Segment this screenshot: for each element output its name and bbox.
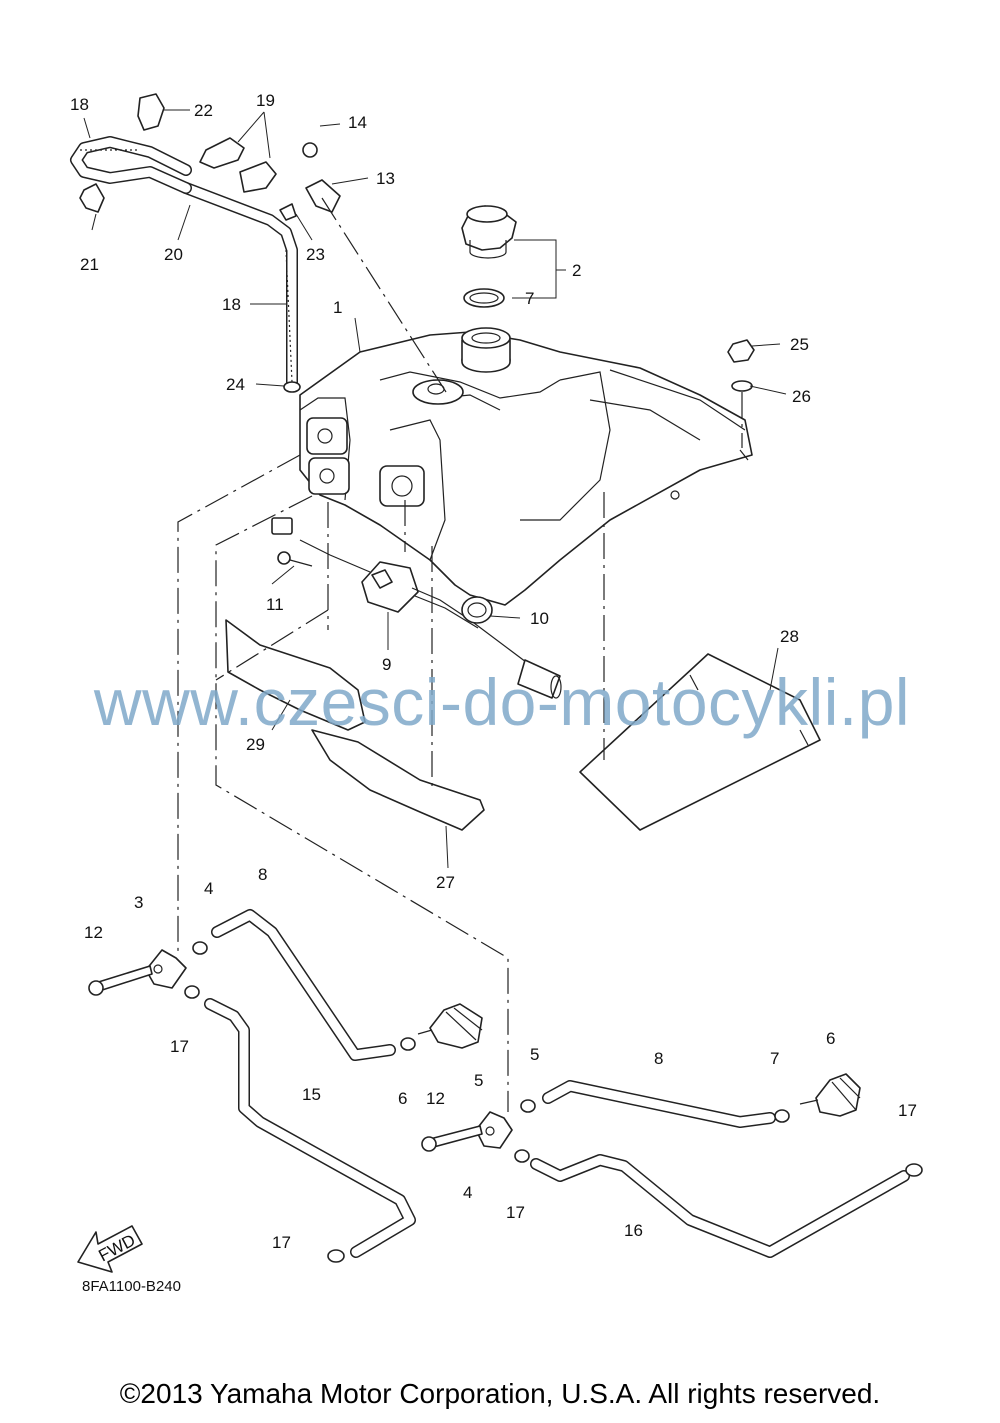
fuel-sender-unit [271,517,562,699]
callout-10: 10 [530,609,549,628]
gasket-ring [461,596,493,624]
callout-1: 1 [333,298,342,317]
fuel-cap [461,205,517,259]
callout-27: 27 [436,873,455,892]
callout-20: 20 [164,245,183,264]
callout-4b: 4 [463,1183,472,1202]
callout-19: 19 [256,91,275,110]
callout-18: 18 [70,95,89,114]
callout-15: 15 [302,1085,321,1104]
fuel-filter-right [799,1073,861,1117]
callout-14: 14 [348,113,367,132]
fuel-filter-left [417,1003,483,1049]
callout-22: 22 [194,101,213,120]
callout-17: 17 [170,1037,189,1056]
callout-26: 26 [792,387,811,406]
callout-5: 4 [204,879,213,898]
callout-18b: 18 [222,295,241,314]
callout-3: 7 [525,289,534,308]
callout-8b: 8 [654,1049,663,1068]
callout-13: 13 [376,169,395,188]
vent-hoses [70,93,341,393]
screw-11 [277,551,313,567]
assembly-lines [177,197,743,1112]
fuel-cock-right [421,1099,536,1152]
callout-2: 2 [572,261,581,280]
callout-16: 16 [624,1221,643,1240]
fuel-hose-left [184,909,416,1263]
washer-26 [731,380,753,392]
pad-27 [311,729,485,831]
callout-numbers: 1 2 7 3 4 4 5 5 6 6 7 8 8 9 10 11 12 12 … [70,91,917,1252]
callout-24: 24 [226,375,245,394]
callout-23: 23 [306,245,325,264]
pad-28 [579,653,821,831]
fuel-tank [299,327,753,606]
o-ring [463,288,505,308]
callout-8: 8 [258,865,267,884]
callout-4: 3 [134,893,143,912]
fuel-cock-left [88,941,208,996]
nut-25 [727,339,755,363]
callout-12: 12 [84,923,103,942]
callout-29: 29 [246,735,265,754]
callout-7: 6 [398,1089,407,1108]
fuel-hose-right [514,1080,923,1258]
callout-25: 25 [790,335,809,354]
callout-21: 21 [80,255,99,274]
callout-5b: 5 [530,1045,539,1064]
callout-28: 28 [780,627,799,646]
watermark-text: www.czesci-do-motocykli.pl [93,665,911,739]
callout-9: 9 [382,655,391,674]
pad-29 [225,619,366,731]
callout-17b: 17 [506,1203,525,1222]
callout-17d: 17 [272,1233,291,1252]
callout-7b: 7 [770,1049,779,1068]
callout-leaders [83,109,787,869]
callout-17c: 17 [898,1101,917,1120]
diagram-code: 8FA1100-B240 [82,1278,181,1295]
copyright-text: ©2013 Yamaha Motor Corporation, U.S.A. A… [119,1378,881,1409]
callout-11: 11 [266,595,284,614]
forward-arrow-icon: FWD [77,1225,143,1273]
callout-6: 5 [474,1071,483,1090]
callout-6b: 6 [826,1029,835,1048]
callout-12b: 12 [426,1089,445,1108]
